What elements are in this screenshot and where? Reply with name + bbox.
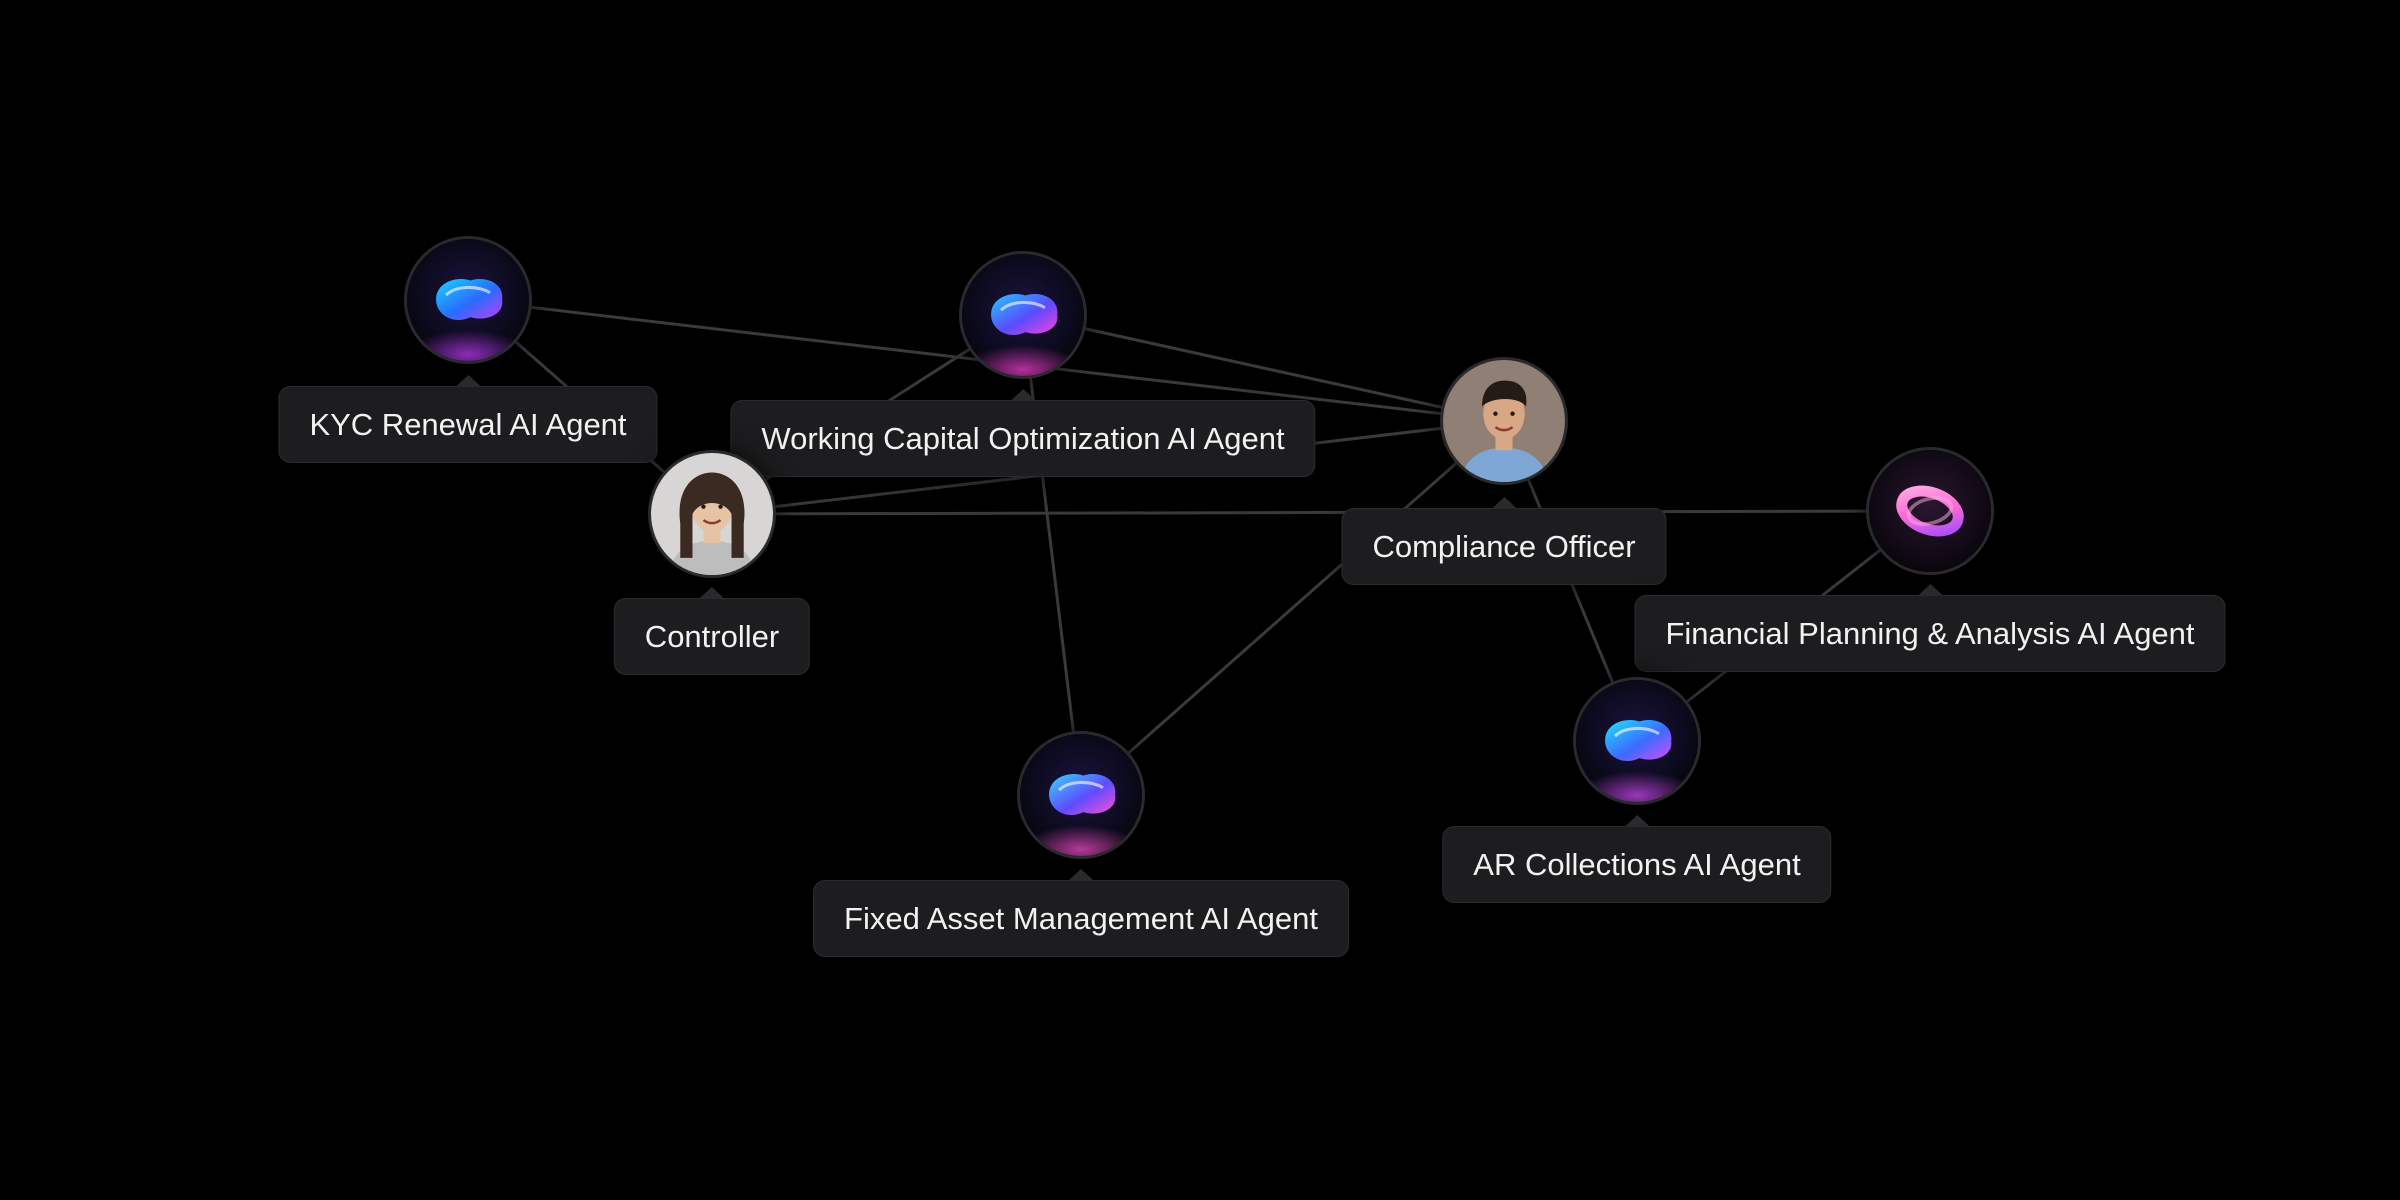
ai-blob-icon [1573,677,1701,805]
node-label: KYC Renewal AI Agent [278,375,658,463]
node-label: Working Capital Optimization AI Agent [730,389,1316,477]
ai-blob-icon [1017,731,1145,859]
ai-ring-icon [1866,447,1994,575]
person-avatar [1440,357,1568,485]
ai-blob-icon [959,251,1087,379]
edge-wco-compliance [1022,313,1505,423]
node-label: Controller [613,587,811,675]
node-label: Financial Planning & Analysis AI Agent [1634,584,2226,672]
edge-wco-fam [1021,314,1083,796]
node-label: Fixed Asset Management AI Agent [813,869,1349,957]
edge-controller-fpa [711,509,1931,516]
person-avatar [648,450,776,578]
node-label: AR Collections AI Agent [1442,815,1832,903]
node-label: Compliance Officer [1341,497,1667,585]
edge-compliance-fam [1080,419,1505,797]
ai-blob-icon [404,236,532,364]
